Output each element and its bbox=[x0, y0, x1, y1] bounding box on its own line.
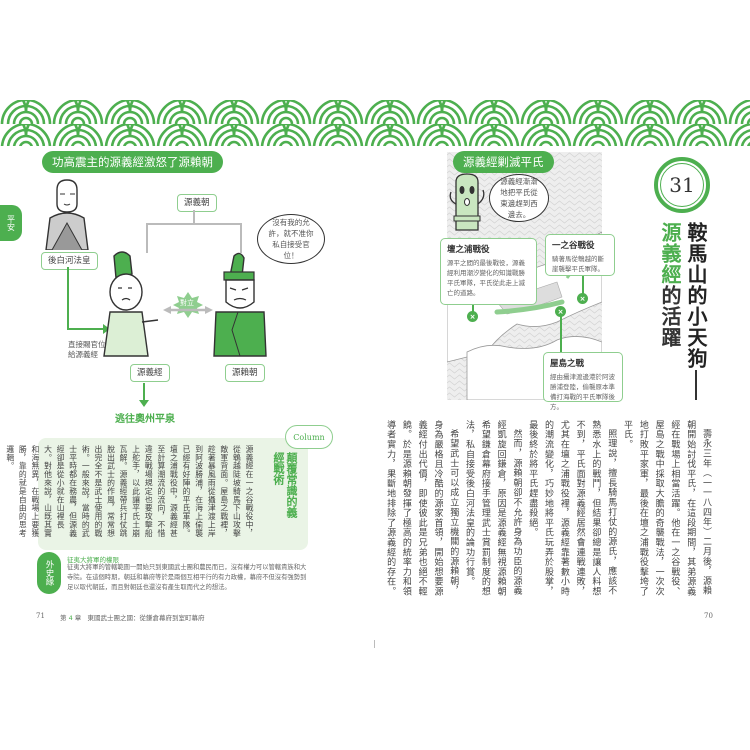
yoritomo-label: 源賴朝 bbox=[225, 364, 265, 382]
gutter-mark bbox=[374, 640, 375, 648]
callout-connector bbox=[582, 276, 584, 296]
gaishi-badge: 外史緣 bbox=[37, 552, 61, 594]
callout-title: 一之谷戰役 bbox=[552, 241, 595, 251]
gaishi-badge-label: 外史緣 bbox=[44, 560, 54, 586]
grant-note-line1: 直接賜官位 bbox=[68, 340, 106, 349]
chapter-number-circle: 31 bbox=[654, 157, 710, 213]
battle-marker-icon: × bbox=[577, 293, 588, 304]
callout-title: 屋島之戰 bbox=[550, 359, 585, 369]
left-page-number: 71 bbox=[36, 612, 45, 620]
chapter-suffix: 章 bbox=[74, 614, 82, 622]
yoritomo-speech: 沒有我的允許，就不准你私自接受官位！ bbox=[268, 218, 314, 260]
body-paragraph: 照理說，擅長騎馬打仗的源氏，應該不熟悉水上的戰鬥，但結果卻總是讓人料想不到，平氏… bbox=[527, 420, 617, 597]
grant-note: 直接賜官位 給源義經 bbox=[68, 340, 106, 360]
battle-marker-icon: × bbox=[467, 311, 478, 322]
callout-body: 源平之間的最後戰役，源義經利用潮汐變化的知識戰勝平氏軍隊，平氏從此走上滅亡的道路… bbox=[447, 259, 525, 297]
haniwa-speech: 源義經漸漸地把平氏從東邊趕到西邊去。 bbox=[500, 177, 538, 219]
era-label: 平安 bbox=[6, 215, 16, 231]
tree-line bbox=[146, 223, 148, 253]
callout-body: 騎著馬從鵯越的斷崖襲擊平氏軍隊。 bbox=[552, 255, 604, 273]
column-badge: Column bbox=[285, 425, 333, 449]
conflict-arrow bbox=[163, 292, 213, 318]
chapter-number: 4 bbox=[68, 614, 73, 622]
callout-connector bbox=[472, 305, 474, 315]
tree-line bbox=[240, 223, 242, 253]
body-paragraph: 希望武士可以成立獨立機關的源賴朝，身為嚴格且冷酷的源家首領，開始想要源義經付出代… bbox=[385, 420, 459, 597]
body-paragraph: 然而，源賴朝卻不允許身為功臣的源義經凱旋回鎌倉，原因是源義經無視源賴朝希望鎌倉幕… bbox=[464, 420, 522, 597]
yoshitsune-label: 源義經 bbox=[130, 364, 170, 382]
gaishi-body: 征夷大將軍的管轄範圍一開始只到東國武士團和農民而已，沒有權力可以管轄貴族和大寺院… bbox=[67, 564, 307, 591]
battle-marker-icon: × bbox=[555, 306, 566, 317]
chapter-title: 東國武士團之國：從鎌倉幕府到室町幕府 bbox=[87, 614, 205, 622]
title-dash bbox=[695, 370, 697, 400]
grant-arrow-line bbox=[67, 328, 105, 330]
flee-label: 逃往奧州平泉 bbox=[115, 414, 175, 425]
callout-title: 壇之浦戰役 bbox=[447, 245, 490, 255]
callout-yashima: 屋島之戰 經由攝津渡邊港於阿波勝浦登陸，偷襲原本準備打海戰的平氏軍隊後方。 bbox=[543, 352, 623, 411]
title-sub-highlight: 源義經 bbox=[658, 222, 682, 285]
conflict-label: 對立 bbox=[180, 299, 194, 307]
grant-arrow-head bbox=[103, 324, 110, 334]
chapter-number: 31 bbox=[669, 173, 695, 197]
map-title: 源義經剿滅平氏 bbox=[453, 151, 554, 173]
flee-line bbox=[143, 383, 145, 401]
tree-line bbox=[193, 210, 195, 223]
left-page: 平安 功高震主的源義經激怒了源賴朝 後白河法皇 直接賜官位 給源義經 源義朝 源… bbox=[0, 151, 333, 622]
gaishi-title: 征夷大將軍的權限 bbox=[67, 556, 119, 564]
chapter-footer: 第 4 章 東國武士團之國：從鎌倉幕府到室町幕府 bbox=[60, 612, 205, 622]
body-text: 壽永三年（一一八四年）二月後，源賴朝開始討伐平氏，在這段期間，其弟源義經在戰場上… bbox=[385, 420, 713, 600]
emperor-label: 後白河法皇 bbox=[41, 252, 98, 270]
column-heading: 顛覆常識的義經戰術 bbox=[272, 452, 298, 518]
callout-ichinotani: 一之谷戰役 騎著馬從鵯越的斷崖襲擊平氏軍隊。 bbox=[545, 234, 615, 276]
yoritomo-speech-bubble: 沒有我的允許，就不准你私自接受官位！ bbox=[257, 214, 325, 264]
grant-line bbox=[67, 267, 69, 329]
body-paragraph: 壽永三年（一一八四年）二月後，源賴朝開始討伐平氏，在這段期間，其弟源義經在戰場上… bbox=[622, 420, 711, 597]
chapter-prefix: 第 bbox=[60, 614, 67, 622]
callout-connector bbox=[560, 315, 562, 352]
yoritomo-illustration bbox=[213, 252, 267, 357]
right-page-number: 70 bbox=[704, 612, 713, 620]
page-title-main: 鞍馬山的小天狗 bbox=[684, 222, 708, 369]
column-box bbox=[38, 438, 308, 550]
emperor-illustration bbox=[45, 179, 89, 250]
haniwa-speech-bubble: 源義經漸漸地把平氏從東邊趕到西邊去。 bbox=[489, 174, 549, 222]
haniwa-illustration bbox=[449, 173, 485, 231]
callout-body: 經由攝津渡邊港於阿波勝浦登陸，偷襲原本準備打海戰的平氏軍隊後方。 bbox=[550, 373, 615, 411]
flee-arrow-head bbox=[139, 400, 149, 407]
diagram-title: 功高震主的源義經激怒了源賴朝 bbox=[42, 151, 223, 173]
page-title-sub: 源義經的活躍 bbox=[658, 222, 682, 348]
yoshitomo-label: 源義朝 bbox=[177, 194, 217, 212]
tree-line bbox=[146, 223, 241, 225]
grant-note-line2: 給源義經 bbox=[68, 350, 98, 359]
yoshitsune-illustration bbox=[103, 251, 159, 357]
column-text: 源義經在一之谷戰役中，從鵯越陡坡騎馬下山攻擊敵軍背面。屋島之戰裡，趁著暴風雨從攝… bbox=[5, 445, 254, 538]
era-side-tab: 平安 bbox=[0, 205, 22, 241]
callout-dannoura: 壇之浦戰役 源平之間的最後戰役，源義經利用潮汐變化的知識戰勝平氏軍隊，平氏從此走… bbox=[440, 238, 537, 305]
wave-pattern-band bbox=[0, 100, 750, 146]
title-sub-rest: 的活躍 bbox=[658, 285, 682, 348]
